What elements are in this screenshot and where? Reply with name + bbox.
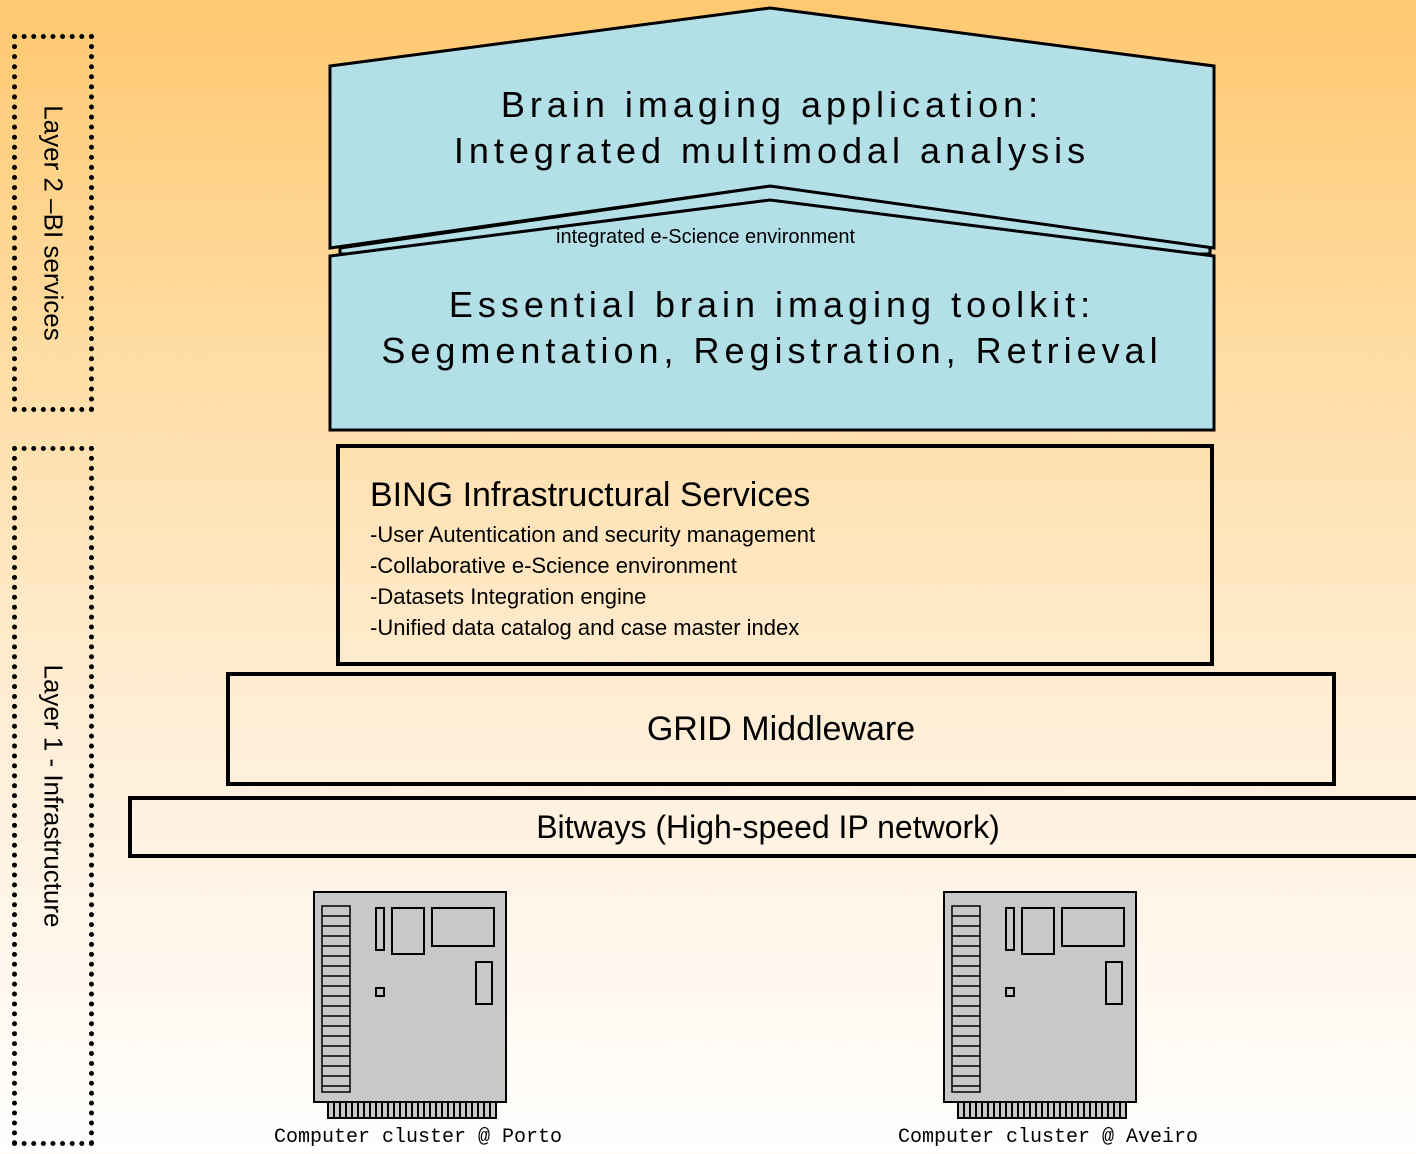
bing-item: -Datasets Integration engine — [370, 584, 647, 609]
hidden-line-1: integrated e-Science environment — [556, 226, 856, 248]
bitways-label: Bitways (High-speed IP network) — [536, 808, 1000, 845]
toolkit-line-2: Segmentation, Registration, Retrieval — [381, 330, 1163, 371]
layer1-box: Layer 1 - Infrastructure — [12, 446, 94, 1146]
hidden-text: integrated e-Science environment — [356, 226, 1136, 248]
grid-middleware-box: GRID Middleware — [226, 672, 1336, 786]
bing-item: -Unified data catalog and case master in… — [370, 615, 800, 640]
application-text: Brain imaging application: Integrated mu… — [330, 82, 1214, 174]
toolkit-shape — [328, 198, 1216, 432]
application-line-2: Integrated multimodal analysis — [453, 130, 1091, 171]
bing-title: BING Infrastructural Services — [370, 476, 811, 514]
application-shape — [328, 6, 1216, 250]
cluster-label: Computer cluster @ Aveiro — [897, 1126, 1199, 1149]
bing-items: -User Autentication and security managem… — [370, 519, 1210, 643]
layer2-box: Layer 2 –BI services — [12, 34, 94, 412]
cluster-porto: Computer cluster @ Porto — [228, 890, 608, 1149]
grid-label: GRID Middleware — [646, 709, 916, 748]
server-icon — [313, 891, 507, 1119]
bitways-box: Bitways (High-speed IP network) — [128, 796, 1416, 858]
toolkit-line-1: Essential brain imaging toolkit: — [448, 284, 1096, 325]
application-line-1: Brain imaging application: — [500, 84, 1044, 125]
bing-services-box: BING Infrastructural Services -User Aute… — [336, 444, 1214, 666]
cluster-aveiro: Computer cluster @ Aveiro — [858, 890, 1238, 1149]
bing-item: -User Autentication and security managem… — [370, 522, 816, 547]
toolkit-text: Essential brain imaging toolkit: Segment… — [330, 282, 1214, 374]
bing-item: -Collaborative e-Science environment — [370, 553, 737, 578]
cluster-label: Computer cluster @ Porto — [273, 1126, 563, 1149]
server-icon — [943, 891, 1137, 1119]
